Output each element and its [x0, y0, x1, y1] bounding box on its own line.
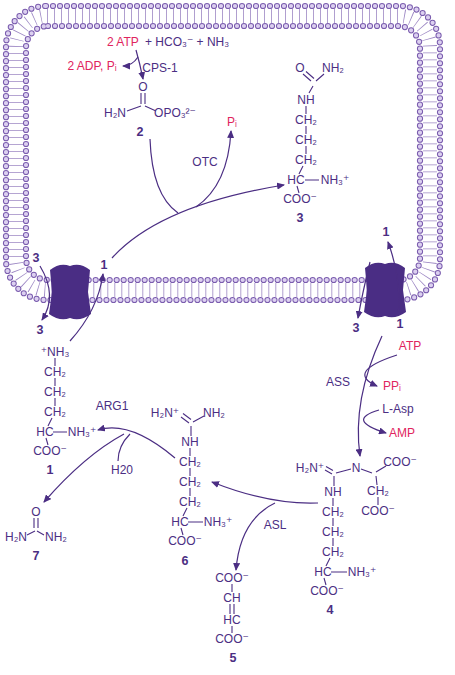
chem-label: CH₂ [367, 484, 389, 498]
cofactor-label: 2 ATP [107, 35, 139, 49]
chem-label: NH₂ [45, 530, 67, 544]
chem-label: COO⁻ [361, 504, 395, 518]
compound-number: 5 [230, 651, 237, 665]
chem-label: NH₂ [203, 406, 225, 420]
chem-label: H₂N⁺ [296, 461, 324, 475]
compound-number: 1 [47, 463, 54, 477]
mitochondrial-membrane [6, 6, 440, 300]
chem-label: OPO₃²⁻ [154, 106, 196, 120]
chem-label: HC [171, 515, 188, 529]
chem-label: CH₂ [179, 455, 201, 469]
chem-label: HC [36, 425, 53, 439]
compound-number: 3 [37, 323, 44, 337]
chem-label: H20 [111, 463, 133, 477]
chem-label: CH₂ [44, 385, 66, 399]
chem-label: H₂N⁺ [151, 406, 179, 420]
compound-number: 4 [327, 603, 334, 617]
chem-label: L-Asp [382, 402, 413, 416]
chem-label: H₂N [5, 530, 27, 544]
enzyme-label: ASS [326, 375, 350, 389]
chem-label: CH₂ [322, 545, 344, 559]
chem-label: NH₃⁺ [204, 515, 233, 529]
chem-label: COO⁻ [33, 444, 67, 458]
compound-number: 3 [33, 251, 40, 265]
cofactor-label: PPᵢ [383, 379, 401, 393]
chem-label: COO⁻ [215, 632, 249, 646]
chem-label: CH₂ [295, 113, 317, 127]
enzyme-label: ASL [264, 518, 287, 532]
cofactor-label: ATP [399, 339, 421, 353]
chem-label: HC [223, 613, 240, 627]
chem-label: COO⁻ [383, 455, 417, 469]
chem-label: CH₂ [322, 525, 344, 539]
reaction-arrows [40, 50, 399, 570]
chem-label: ⁺NH₃ [41, 345, 70, 359]
chem-label: NH₂ [322, 61, 344, 75]
chem-label: HC [314, 565, 331, 579]
cofactor-label: 2 ADP, Pᵢ [67, 59, 116, 73]
chem-label: CH₂ [179, 495, 201, 509]
enzyme-label: CPS-1 [142, 61, 177, 75]
chem-label: O [31, 505, 40, 519]
compound-number: 1 [383, 225, 390, 239]
chem-label: NH [181, 435, 198, 449]
chem-label: CH [223, 591, 240, 605]
chem-label: H₂N [104, 106, 126, 120]
chem-label: NH₃⁺ [68, 425, 97, 439]
chem-label: CH₂ [295, 133, 317, 147]
compound-number: 1 [101, 258, 108, 272]
chem-label: O [295, 61, 304, 75]
chem-label: N [352, 461, 361, 475]
chem-label: COO⁻ [283, 192, 317, 206]
chem-label: NH [324, 485, 341, 499]
chem-label: NH₃⁺ [348, 565, 377, 579]
enzyme-label: OTC [192, 155, 217, 169]
enzyme-label: ARG1 [96, 399, 129, 413]
chem-label: CH₂ [322, 505, 344, 519]
compound-number: 2 [137, 125, 144, 139]
compound-number: 3 [353, 321, 360, 335]
chem-label: CH₂ [44, 365, 66, 379]
chem-label: COO⁻ [168, 534, 202, 548]
chem-label: O [138, 80, 147, 94]
chem-label: NH [297, 93, 314, 107]
cofactor-label: AMP [389, 426, 415, 440]
chem-label: CH₂ [179, 475, 201, 489]
chem-label: HC [287, 173, 304, 187]
chem-label: CH₂ [44, 405, 66, 419]
chem-label: COO⁻ [215, 571, 249, 585]
chem-label: COO⁻ [310, 584, 344, 598]
chemical-bonds [27, 72, 386, 634]
compound-number: 1 [397, 317, 404, 331]
compound-number: 3 [297, 211, 304, 225]
compound-number: 6 [182, 554, 189, 568]
cofactor-label: Pᵢ [227, 115, 237, 129]
chem-label: CH₂ [295, 153, 317, 167]
compound-number: 7 [33, 549, 40, 563]
chem-label: + HCO₃⁻ + NH₃ [145, 35, 229, 49]
chem-label: NH₃⁺ [321, 173, 350, 187]
